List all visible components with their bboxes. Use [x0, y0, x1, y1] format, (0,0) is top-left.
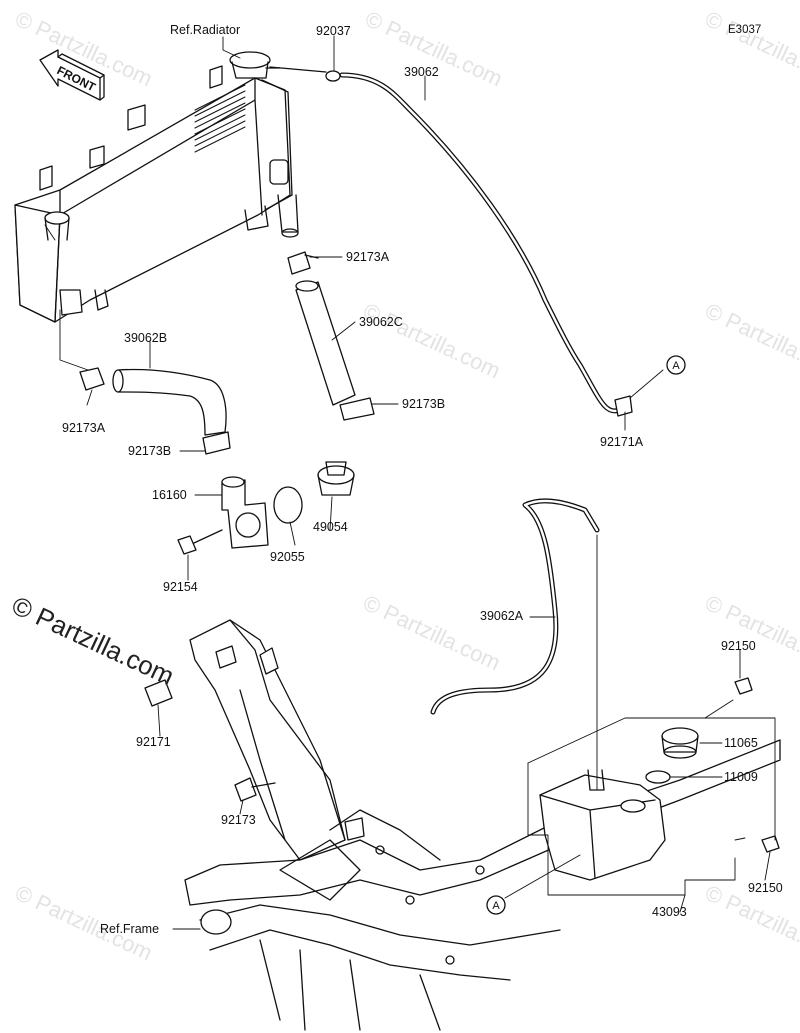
gasket-11009 — [645, 770, 671, 784]
part-label-92171A[interactable]: 92171A — [600, 435, 644, 449]
part-label-92154[interactable]: 92154 — [163, 580, 198, 594]
bolt-92154 — [177, 529, 223, 555]
reservoir-tank-43093 — [539, 769, 666, 881]
callout-a-circle-top — [666, 355, 686, 375]
clamp-92173B-right — [339, 397, 375, 421]
part-label-39062A[interactable]: 39062A — [480, 609, 524, 623]
frame — [184, 619, 781, 1031]
clamp-92171 — [144, 679, 173, 707]
bolt-92150-bottom — [761, 835, 780, 853]
hose-39062A — [430, 498, 600, 715]
fitting-92173 — [234, 777, 276, 802]
ref-frame-label: Ref.Frame — [100, 922, 160, 936]
part-label-92150[interactable]: 92150 — [721, 639, 756, 653]
part-label-92150[interactable]: 92150 — [748, 881, 783, 895]
part-label-92173B[interactable]: 92173B — [128, 444, 172, 458]
part-label-92037[interactable]: 92037 — [316, 24, 351, 38]
part-label-92173A[interactable]: 92173A — [62, 421, 106, 435]
part-label-11065[interactable]: 11065 — [724, 736, 758, 750]
ref-radiator-label: Ref.Radiator — [170, 23, 241, 37]
thermostat-49054 — [317, 461, 355, 496]
part-label-92171[interactable]: 92171 — [136, 735, 171, 749]
bolt-92150-top — [734, 677, 753, 695]
part-label-49054[interactable]: 49054 — [313, 520, 348, 534]
callout-a-circle-bottom — [486, 895, 506, 915]
clamp-92173A-top — [287, 251, 319, 275]
clamp-92173B-left — [202, 431, 231, 455]
part-label-39062B[interactable]: 39062B — [124, 331, 168, 345]
part-label-92055[interactable]: 92055 — [270, 550, 305, 564]
front-arrow-icon — [39, 49, 105, 101]
hose-39062B — [112, 368, 227, 436]
part-label-92173[interactable]: 92173 — [221, 813, 256, 827]
part-label-11009[interactable]: 11009 — [724, 770, 758, 784]
callout-a-bottom: A — [492, 900, 500, 912]
hose-39062C — [295, 280, 356, 406]
part-label-39062C[interactable]: 39062C — [359, 315, 403, 329]
part-label-92173A[interactable]: 92173A — [346, 250, 390, 264]
leader-lines — [44, 35, 776, 930]
clamp-92171A — [614, 395, 633, 417]
cap-11065 — [661, 727, 699, 759]
part-label-16160[interactable]: 16160 — [152, 488, 187, 502]
part-label-92173B[interactable]: 92173B — [402, 397, 446, 411]
clamp-92037 — [269, 66, 341, 82]
callout-a-top: A — [672, 360, 680, 372]
diagram-code: E3037 — [728, 24, 762, 36]
clamp-92173A-left — [79, 367, 105, 391]
part-label-39062[interactable]: 39062 — [404, 65, 439, 79]
radiator — [14, 51, 299, 323]
part-label-43093[interactable]: 43093 — [652, 905, 687, 919]
pipe-16160 — [221, 476, 269, 549]
o-ring-92055 — [273, 486, 303, 524]
